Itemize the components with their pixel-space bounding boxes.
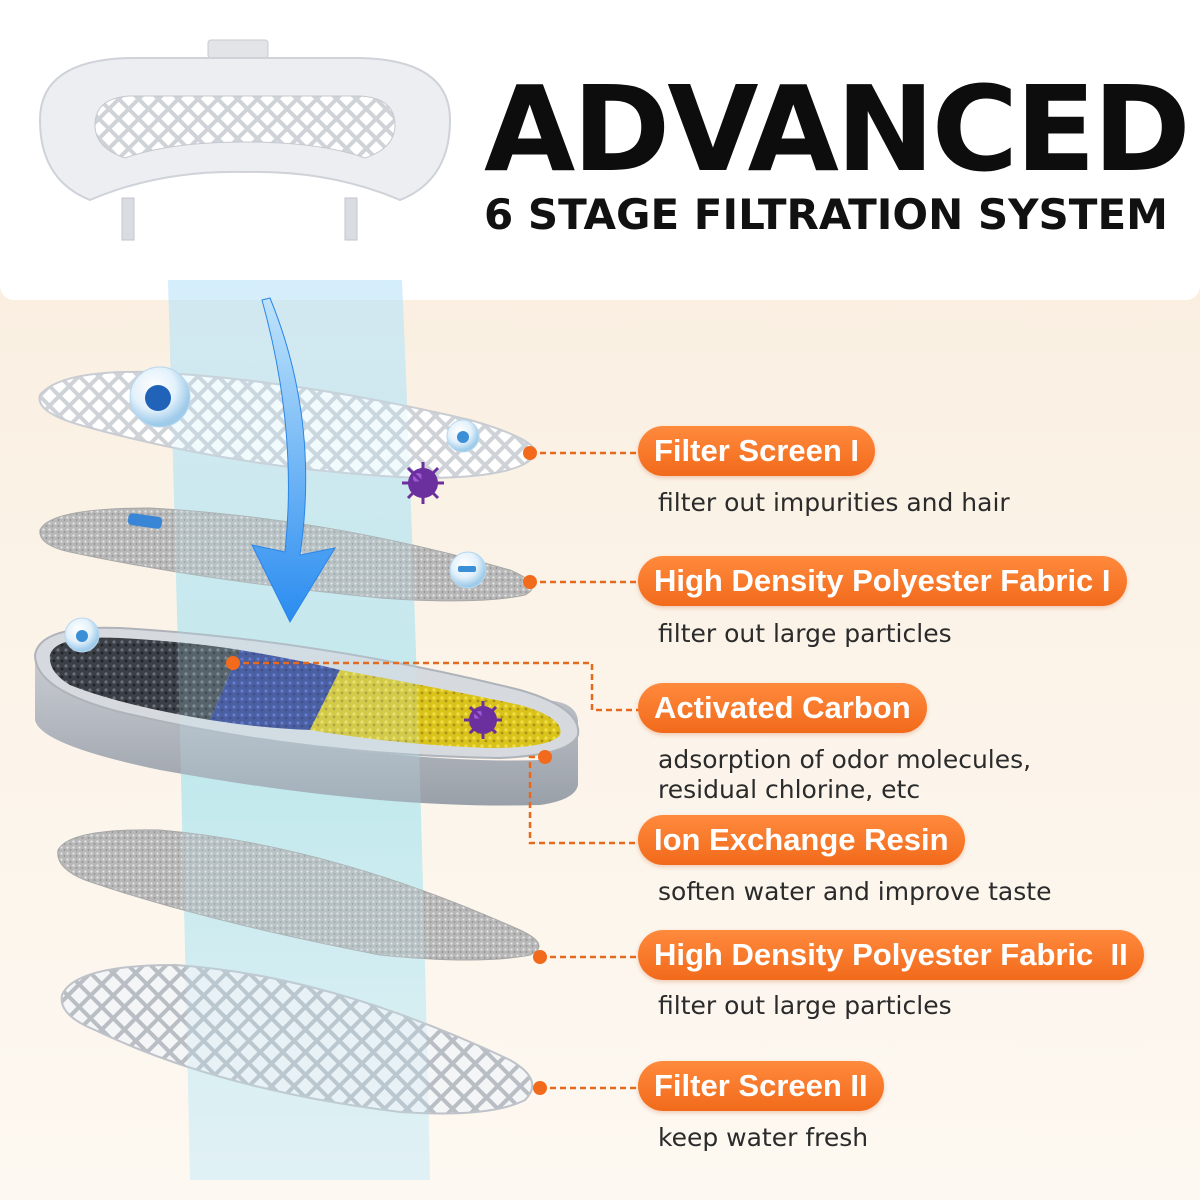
page-subtitle: 6 STAGE FILTRATION SYSTEM — [484, 190, 1168, 239]
stage-label-fabric-1: High Density Polyester Fabric I — [638, 556, 1127, 606]
layer-filter-screen-1 — [38, 370, 537, 480]
stage-desc-activated-carbon: adsorption of odor molecules, residual c… — [658, 745, 1032, 804]
page-title: ADVANCED — [484, 60, 1191, 198]
stage-desc-fabric-1: filter out large particles — [658, 619, 952, 648]
leader-lines — [233, 451, 640, 1090]
layer-fabric-2 — [57, 829, 540, 961]
stage-desc-filter-screen-1: filter out impurities and hair — [658, 488, 1010, 517]
stage-desc-ion-exchange-resin: soften water and improve taste — [658, 877, 1052, 906]
stage-label-filter-screen-2: Filter Screen II — [638, 1061, 884, 1111]
bubble-icon — [446, 419, 480, 453]
bubble-icon — [64, 617, 100, 653]
leader-dots — [226, 446, 552, 1095]
water-flow-beam — [168, 280, 430, 1180]
flow-arrow-icon — [251, 297, 337, 624]
stage-label-filter-screen-1: Filter Screen I — [638, 426, 876, 476]
layer-carbon-resin-tray — [33, 626, 580, 806]
germ-icon — [464, 701, 502, 739]
stage-label-ion-exchange-resin: Ion Exchange Resin — [638, 815, 965, 865]
germ-icon — [402, 462, 444, 504]
bubble-icon — [129, 366, 191, 428]
layer-filter-screen-2 — [60, 963, 534, 1115]
bubble-icon — [449, 551, 487, 589]
particle-icon — [127, 513, 163, 529]
stage-label-fabric-2: High Density Polyester Fabric II — [638, 930, 1144, 980]
stage-desc-filter-screen-2: keep water fresh — [658, 1123, 869, 1152]
stage-desc-fabric-2: filter out large particles — [658, 991, 952, 1020]
stage-label-activated-carbon: Activated Carbon — [638, 683, 927, 733]
layer-fabric-1 — [39, 507, 533, 602]
